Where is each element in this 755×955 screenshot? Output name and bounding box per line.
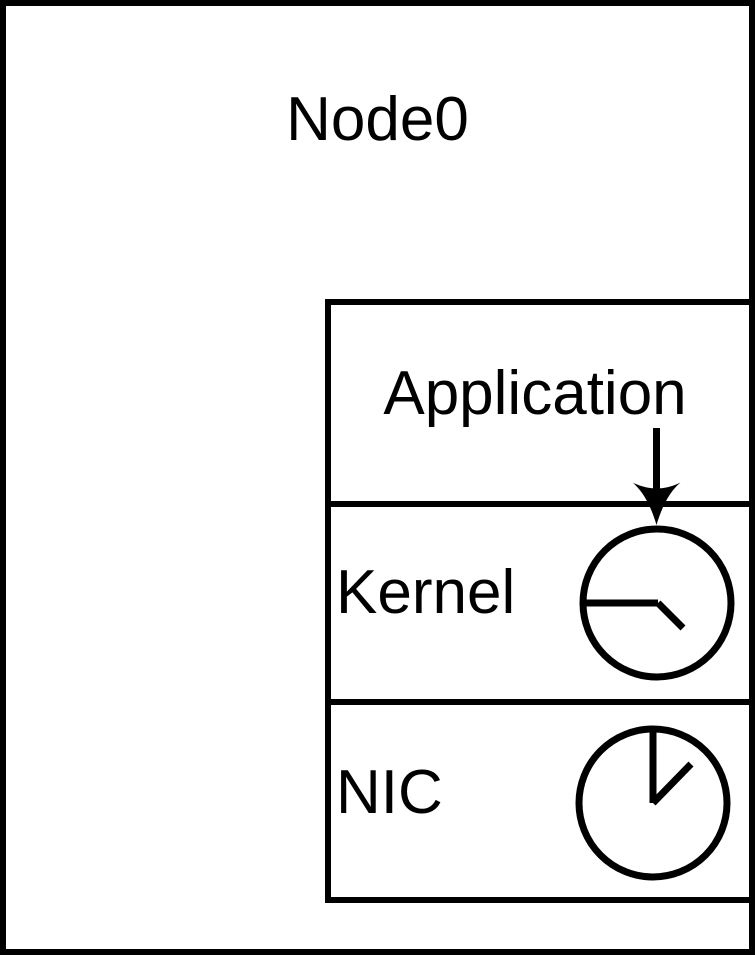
kernel-label: Kernel bbox=[336, 558, 516, 627]
layer-nic bbox=[331, 699, 755, 897]
application-label: Application bbox=[383, 359, 687, 428]
protocol-stack-box bbox=[325, 299, 755, 903]
nic-label: NIC bbox=[336, 758, 443, 827]
layer-kernel bbox=[331, 501, 755, 699]
node-label: Node0 bbox=[286, 85, 469, 154]
